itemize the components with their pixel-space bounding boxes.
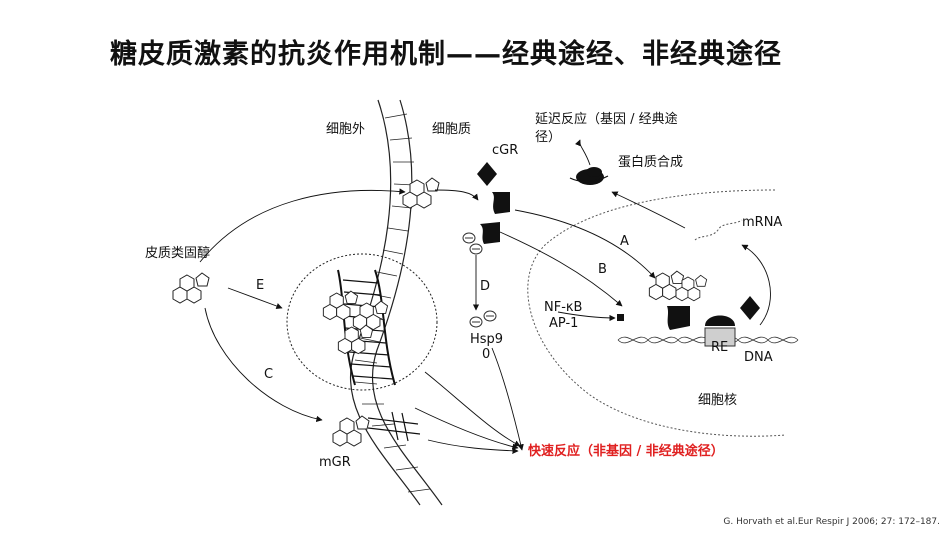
nucleus-boundary xyxy=(527,189,786,437)
mgr-steroid xyxy=(332,415,370,447)
arrow-b xyxy=(499,231,623,307)
arrow-cytoplasm-to-rapid xyxy=(414,407,519,450)
delayed-response-label-1: 延迟反应（基因 / 经典途 xyxy=(535,112,678,127)
mrna-label: mRNA xyxy=(742,215,783,230)
mgr-label: mGR xyxy=(319,455,351,470)
extracellular-label: 细胞外 xyxy=(326,122,366,137)
ribosome xyxy=(569,167,609,185)
protein-synthesis-label: 蛋白质合成 xyxy=(618,155,684,170)
arrow-dna-to-mrna xyxy=(741,244,771,326)
ap1-label: AP-1 xyxy=(549,316,579,331)
citation: G. Horvath et al.Eur Respir J 2006; 27: … xyxy=(723,517,940,527)
nuclear-gr-complex xyxy=(648,270,708,330)
corticosteroid-label: 皮质类固醇 xyxy=(145,246,211,261)
arrow-e xyxy=(227,287,283,309)
delayed-response-label-2: 径） xyxy=(535,130,562,145)
steroid-in-cytoplasm xyxy=(402,177,440,209)
gr-ligand-diamond xyxy=(740,296,760,320)
re-label: RE xyxy=(711,340,729,355)
cytoplasm-label: 细胞质 xyxy=(432,122,472,137)
membrane-receptor-zoom xyxy=(286,253,438,391)
slide-title: 糖皮质激素的抗炎作用机制——经典途经、非经典途径 xyxy=(110,39,782,70)
arrow-nfkb xyxy=(557,311,616,322)
arrow-c xyxy=(204,307,323,423)
arrow-mrna-to-protein xyxy=(611,191,686,229)
pathway-arrows xyxy=(199,139,771,454)
pathway-a-label: A xyxy=(620,234,629,249)
arrow-mgr-to-rapid xyxy=(427,439,519,454)
arrow-corticosteroid-to-cytoplasm xyxy=(199,188,406,263)
arrow-to-cgr xyxy=(434,189,479,201)
nfkb-marker xyxy=(617,314,624,321)
nucleus-label: 细胞核 xyxy=(698,393,738,408)
cgr-complex xyxy=(462,162,510,255)
pathway-e-label: E xyxy=(256,278,265,293)
response-element xyxy=(704,296,760,347)
hsp90-label-2: 0 xyxy=(482,347,491,362)
corticosteroid-molecule xyxy=(172,272,210,304)
arrow-a xyxy=(514,209,656,279)
arrow-protein-to-delayed xyxy=(574,139,591,166)
rapid-response-label: 快速反应（非基因 / 非经典途径） xyxy=(528,444,724,459)
mgr-receptor xyxy=(367,411,421,442)
pathway-c-label: C xyxy=(264,367,274,382)
arrow-hsp90-to-rapid xyxy=(491,347,524,451)
cgr-label: cGR xyxy=(492,143,519,158)
arrow-membrane-to-rapid xyxy=(424,371,521,447)
hsp90-released xyxy=(469,310,497,328)
pathway-d-label: D xyxy=(480,279,491,294)
nfkb-label: NF-κB xyxy=(544,300,583,315)
cell-membrane xyxy=(349,99,443,506)
dna-label: DNA xyxy=(744,350,773,365)
hsp90-label-1: Hsp9 xyxy=(470,332,504,347)
pathway-b-label: B xyxy=(598,262,607,277)
